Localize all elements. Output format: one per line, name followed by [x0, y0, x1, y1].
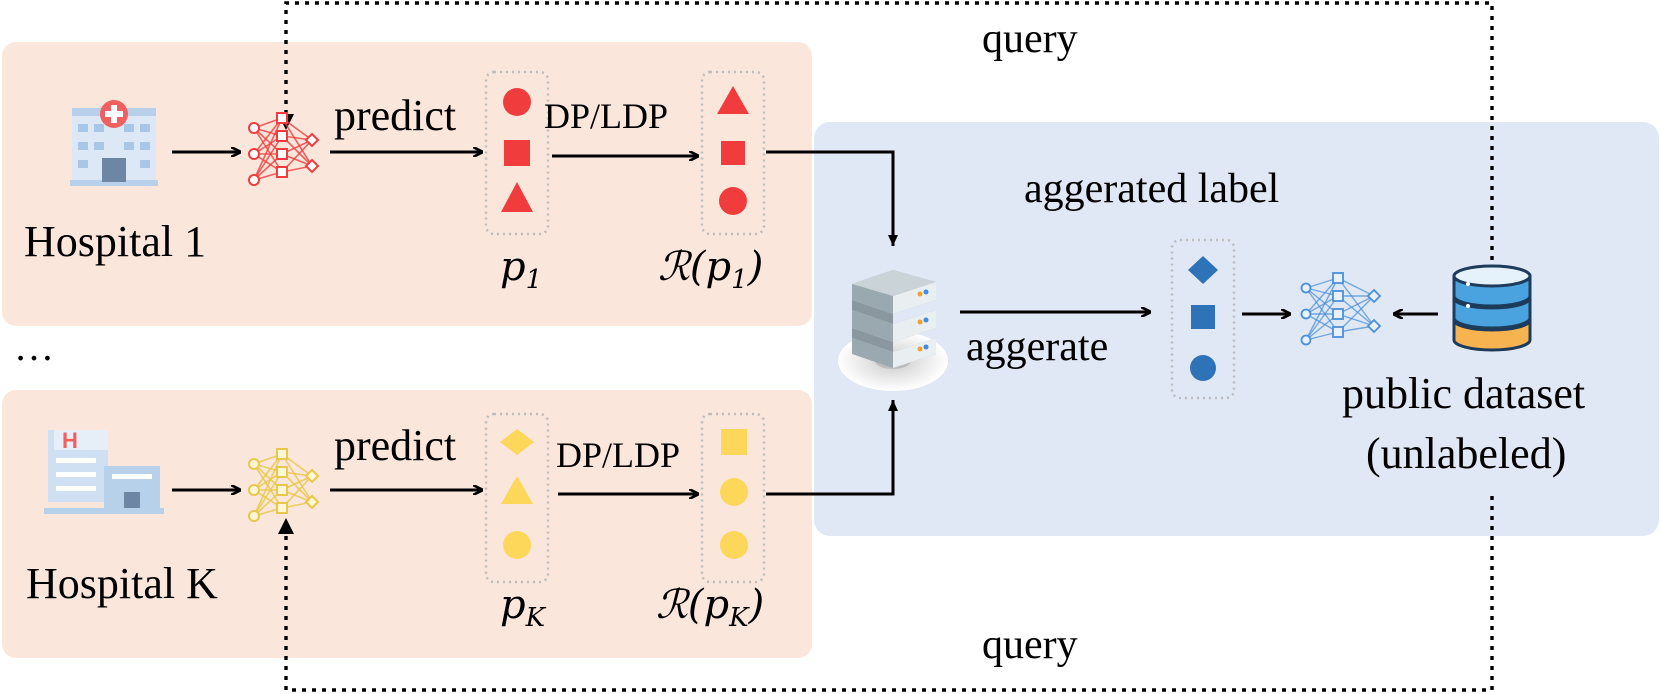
square-icon — [504, 140, 530, 166]
ellipsis-label: … — [14, 324, 54, 369]
prediction-boxes — [484, 70, 1236, 584]
database-icon — [1452, 264, 1532, 352]
circle-icon — [1190, 355, 1216, 381]
triangle-icon — [717, 86, 749, 114]
circle-icon — [720, 478, 748, 506]
r-p1-label: ℛ(p1) — [658, 244, 763, 295]
predict-label-k: predict — [334, 421, 456, 470]
neural-network-icon — [248, 112, 320, 186]
server-icon — [838, 270, 948, 391]
hospital-k-label: Hospital K — [26, 559, 218, 608]
p1-shapes — [501, 88, 533, 212]
flow-arrows — [172, 152, 1438, 494]
circle-icon — [503, 531, 531, 559]
hospital-h-building-icon: H — [44, 428, 164, 514]
square-icon — [721, 429, 747, 455]
svg-text:H: H — [62, 428, 78, 453]
p1-label: p1 — [500, 244, 542, 295]
triangle-icon — [501, 182, 533, 212]
aggregated-label-shapes — [1188, 256, 1218, 381]
neural-network-icon — [1300, 272, 1382, 346]
triangle-icon — [501, 476, 533, 504]
predict-label-1: predict — [334, 91, 456, 140]
neural-network-icon — [248, 448, 320, 522]
circle-icon — [720, 531, 748, 559]
query-loop — [284, 1, 1494, 692]
aggregate-label: aggerate — [966, 324, 1108, 370]
hospital-building-icon — [70, 100, 158, 186]
diamond-icon — [1188, 256, 1218, 284]
hospital-1-label: Hospital 1 — [24, 217, 206, 266]
query-top-label: query — [982, 16, 1078, 62]
r-pk-shapes — [720, 429, 748, 559]
hospital-k-panel — [2, 390, 812, 658]
public-dataset-label: public dataset — [1342, 369, 1585, 418]
pk-label: pK — [500, 582, 547, 633]
dp-ldp-label-1: DP/LDP — [544, 96, 668, 136]
hospital-1-panel — [2, 42, 812, 326]
circle-icon — [719, 187, 747, 215]
diamond-icon — [500, 429, 534, 455]
square-icon — [1191, 305, 1215, 329]
circle-icon — [503, 88, 531, 116]
dp-ldp-label-k: DP/LDP — [556, 435, 680, 475]
aggregated-label-title: aggerated label — [1024, 166, 1279, 212]
unlabeled-label: (unlabeled) — [1366, 429, 1566, 478]
r-pk-label: ℛ(pK) — [656, 582, 764, 633]
square-icon — [721, 141, 745, 165]
server-panel — [814, 122, 1659, 536]
pk-shapes — [500, 429, 534, 559]
query-bottom-label: query — [982, 622, 1078, 668]
r-p1-shapes — [717, 86, 749, 215]
